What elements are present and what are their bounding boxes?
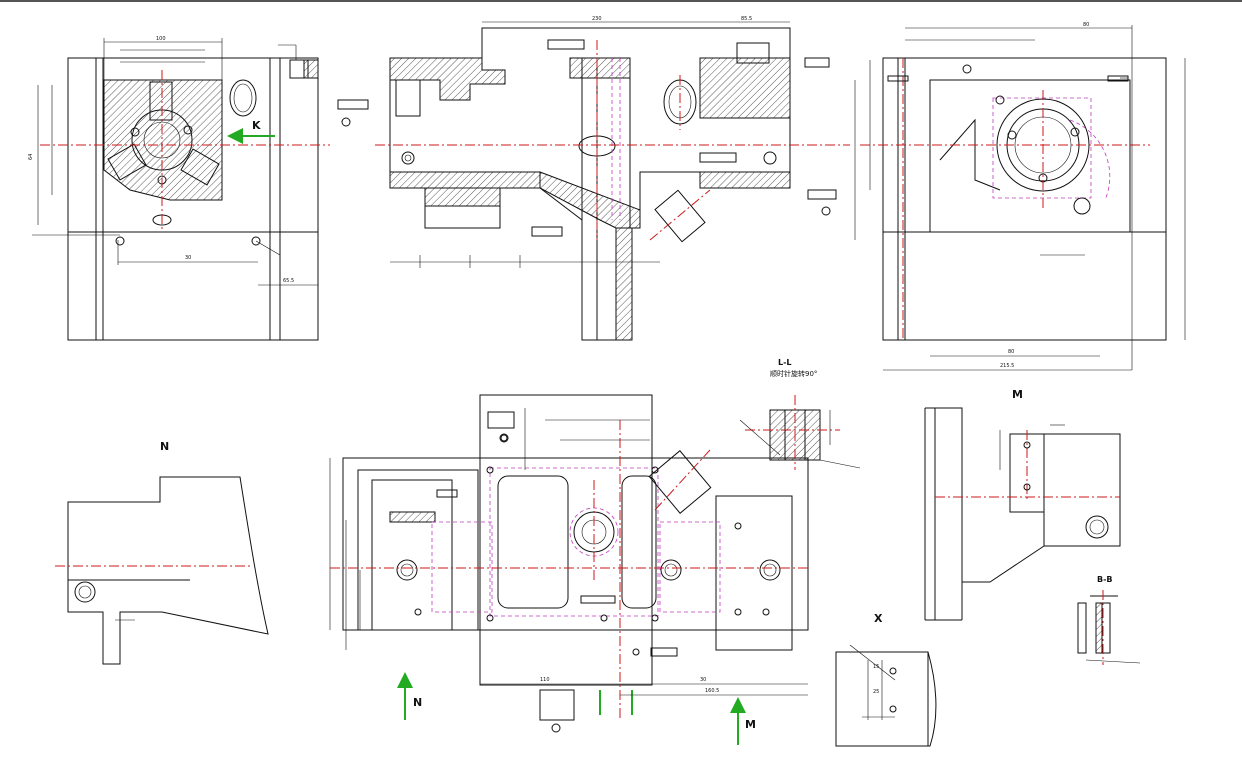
top-left-view: 100 64 30 65.5 K [28, 36, 330, 341]
top-middle-section-view: 230 85.5 [337, 16, 850, 341]
section-block [103, 79, 223, 201]
n-arrow-label: N [413, 696, 422, 709]
k-arrow-label: K [252, 119, 261, 132]
dim-x-view-b: 25 [873, 689, 879, 695]
x-view-label: X [874, 612, 883, 625]
n-view-label: N [160, 440, 169, 453]
dim-bottom-mid-right: 30 [700, 677, 706, 683]
m-view: M [924, 388, 1121, 621]
dim-top-mid-right: 85.5 [741, 16, 752, 22]
b-section-label: B-B [1097, 575, 1113, 584]
m-view-label: M [1012, 388, 1023, 401]
b-b-section: B-B [1077, 575, 1141, 665]
x-view: X 15 25 [835, 612, 937, 747]
l-section-label: L-L [778, 358, 792, 367]
dim-top-right-side: 80 [1008, 349, 1014, 355]
dim-top-left-side: 65.5 [283, 278, 294, 284]
n-view: N [55, 440, 269, 665]
dim-top-left-bottom: 30 [185, 255, 191, 261]
dim-top-left-height: 64 [28, 154, 34, 160]
m-arrow-label: M [745, 718, 756, 731]
dim-bottom-mid-left: 110 [540, 677, 550, 683]
dim-top-right-bottom: 215.5 [1000, 363, 1014, 369]
top-right-view: 80 80 215.5 [854, 22, 1186, 371]
dim-x-view-a: 15 [873, 664, 879, 670]
bottom-middle-plan-view: N M 110 30 160.5 [329, 394, 810, 745]
l-l-section: L-L 顺时针旋转90° [739, 358, 861, 470]
dim-top-mid-length: 230 [592, 16, 602, 22]
l-section-note: 顺时针旋转90° [770, 369, 817, 378]
dim-top-right-width: 80 [1083, 22, 1089, 28]
dim-bottom-mid-total: 160.5 [705, 688, 719, 694]
dim-top-left-width: 100 [156, 36, 166, 42]
